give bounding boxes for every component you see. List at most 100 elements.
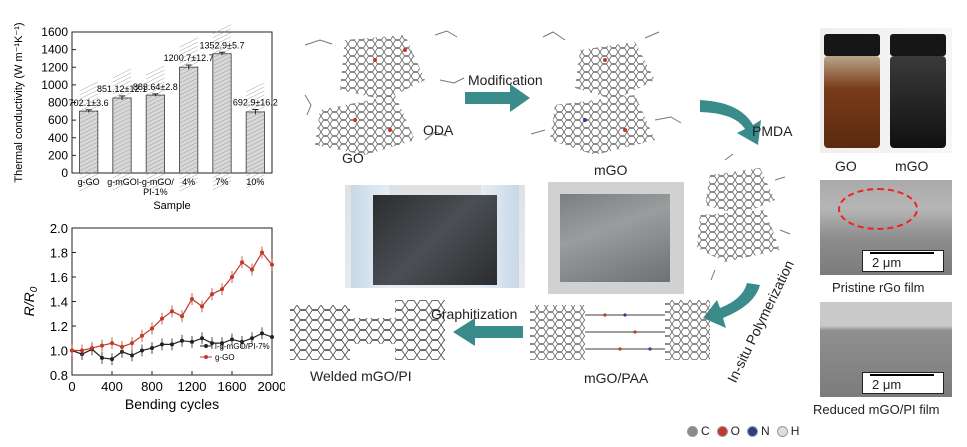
data-label: 702.1±3.6 bbox=[69, 98, 109, 108]
y-tick-label: 2.0 bbox=[50, 221, 68, 236]
bar-hatch bbox=[112, 164, 132, 175]
bar-hatch bbox=[212, 56, 232, 66]
bar-hatch bbox=[79, 153, 98, 164]
mgo-paa-illustration bbox=[530, 300, 710, 360]
series-point bbox=[190, 297, 194, 302]
bar-hatch bbox=[79, 89, 98, 100]
bar-hatch bbox=[146, 165, 165, 176]
bar-hatch bbox=[246, 178, 265, 189]
y-tick-label: 600 bbox=[48, 113, 68, 127]
bar-hatch bbox=[212, 108, 232, 118]
y-tick-label: 1600 bbox=[41, 25, 68, 39]
x-axis-label: Bending cycles bbox=[125, 396, 219, 412]
bar-hatch bbox=[112, 112, 132, 123]
series-point bbox=[220, 341, 224, 346]
bar-hatch bbox=[212, 96, 232, 106]
bar-hatch bbox=[79, 165, 98, 176]
bar-hatch bbox=[112, 104, 132, 115]
bar-hatch bbox=[112, 96, 132, 107]
data-label: 883.64±2.8 bbox=[133, 82, 178, 92]
atom-symbol: C bbox=[701, 424, 710, 438]
bar-hatch bbox=[179, 105, 198, 116]
welded-film-photo bbox=[345, 185, 525, 288]
graphitization-arrow bbox=[453, 318, 523, 346]
bar-hatch bbox=[146, 109, 165, 120]
bar-hatch bbox=[112, 152, 132, 163]
x-axis-label: Sample bbox=[153, 200, 190, 212]
atom-symbol: N bbox=[761, 424, 770, 438]
bar-hatch bbox=[146, 113, 165, 124]
bar-hatch bbox=[146, 157, 165, 168]
bar-hatch bbox=[212, 40, 232, 50]
bar-hatch bbox=[79, 81, 98, 92]
bar-hatch bbox=[212, 36, 232, 46]
bar-hatch bbox=[146, 73, 165, 84]
bar-hatch bbox=[246, 122, 265, 133]
y-tick-label: 1.2 bbox=[50, 319, 68, 334]
series-point bbox=[180, 338, 184, 343]
pmda-arrow bbox=[700, 100, 761, 145]
oda-label: ODA bbox=[423, 122, 454, 138]
bar-hatch bbox=[112, 128, 132, 139]
y-tick-label: 1.8 bbox=[50, 246, 68, 261]
data-label: 692.9±16.2 bbox=[233, 98, 278, 108]
bar bbox=[179, 66, 199, 174]
bar-hatch bbox=[146, 65, 165, 76]
bar-hatch bbox=[246, 82, 265, 93]
series-point bbox=[250, 267, 254, 272]
x-tick-label: l-g-mGO/ bbox=[137, 177, 174, 187]
bar-hatch bbox=[246, 114, 265, 125]
series-point bbox=[130, 341, 134, 346]
data-label: 1352.9±5.7 bbox=[200, 40, 245, 50]
bar-hatch bbox=[179, 169, 198, 180]
bar-hatch bbox=[212, 132, 232, 142]
bar-hatch bbox=[146, 129, 165, 140]
bar-hatch bbox=[246, 130, 265, 141]
bar-hatch bbox=[146, 181, 165, 192]
bar-hatch bbox=[146, 121, 165, 132]
vial-mgo-label: mGO bbox=[895, 158, 929, 174]
bar-hatch bbox=[112, 160, 132, 171]
bar-hatch bbox=[112, 148, 132, 159]
series-point bbox=[170, 309, 174, 314]
bar-hatch bbox=[146, 105, 165, 116]
bar-hatch bbox=[179, 49, 198, 60]
mgo-paa-film-photo bbox=[548, 182, 684, 294]
bar-hatch bbox=[146, 93, 165, 104]
bar-hatch bbox=[212, 52, 232, 62]
series-point bbox=[110, 341, 114, 346]
legend-label: g-GO bbox=[215, 353, 235, 362]
series-point bbox=[70, 348, 74, 353]
bar-hatch bbox=[146, 97, 165, 108]
bar-hatch bbox=[246, 138, 265, 149]
y-tick-label: 1.6 bbox=[50, 270, 68, 285]
y-tick-label: 0 bbox=[61, 166, 68, 180]
bar-hatch bbox=[79, 117, 98, 128]
bar-hatch bbox=[112, 168, 132, 179]
reduced-sem-image bbox=[820, 302, 952, 397]
bar-hatch bbox=[212, 32, 232, 42]
bar-hatch bbox=[79, 109, 98, 120]
bar-hatch bbox=[79, 113, 98, 124]
bar-hatch bbox=[179, 41, 198, 52]
bar-hatch bbox=[246, 166, 265, 177]
atom-dot-icon bbox=[776, 425, 788, 437]
bar-hatch bbox=[146, 145, 165, 156]
bar-hatch bbox=[246, 158, 265, 169]
bar-hatch bbox=[112, 76, 132, 87]
vial-go-label: GO bbox=[835, 158, 857, 174]
x-tick-label: 800 bbox=[141, 379, 163, 394]
x-tick-label: 7% bbox=[215, 177, 228, 187]
bar-hatch bbox=[246, 142, 265, 153]
bar-hatch bbox=[212, 64, 232, 74]
x-tick-sublabel: PI-1% bbox=[143, 187, 168, 197]
bar-hatch bbox=[146, 141, 165, 152]
series-point bbox=[110, 357, 114, 362]
bar-hatch bbox=[179, 129, 198, 140]
bar-hatch bbox=[79, 149, 98, 160]
bar-hatch bbox=[179, 137, 198, 148]
bar-hatch bbox=[79, 129, 98, 140]
bar-hatch bbox=[246, 162, 265, 173]
y-tick-label: 400 bbox=[48, 131, 68, 145]
